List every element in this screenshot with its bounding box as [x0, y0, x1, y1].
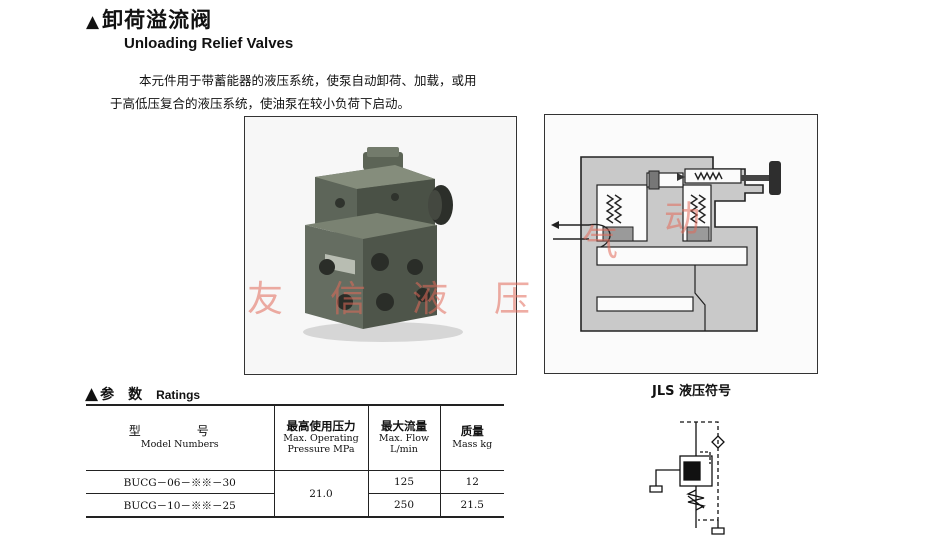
flow-cell: 125 [368, 470, 441, 494]
watermark-char: 液 [412, 279, 449, 320]
ratings-heading: ▲参 数 Ratings [85, 384, 200, 404]
table-row: BUCG－10－※※－25 250 21.5 [86, 493, 504, 517]
description-line-1: 本元件用于带蓄能器的液压系统，使泵自动卸荷、加载，或用 [139, 73, 477, 88]
hydraulic-symbol-diagram [640, 412, 740, 536]
flow-cell: 250 [368, 493, 441, 517]
table-row: BUCG－06－※※－30 21.0 125 12 [86, 470, 504, 517]
mass-cell: 12 [440, 470, 504, 494]
column-header-pressure: 最高使用压力 Max. Operating Pressure MPa [274, 405, 369, 471]
pressure-cell: 21.0 [274, 470, 369, 517]
title-zh-text: 卸荷溢流阀 [102, 8, 213, 32]
page-title: ▲卸荷溢流阀 [86, 4, 212, 34]
watermark-char: 压 [494, 279, 531, 320]
ratings-table: 型 号 Model Numbers 最高使用压力 Max. Operating … [86, 404, 504, 518]
watermark-char: 动 [664, 199, 701, 240]
page-subtitle: Unloading Relief Valves [124, 35, 294, 52]
triangle-bullet-icon: ▲ [86, 12, 101, 32]
watermark-char: 友 [247, 279, 284, 320]
column-header-model: 型 号 Model Numbers [86, 405, 275, 471]
valve-section-diagram [544, 114, 818, 374]
description-line-2: 于高低压复合的液压系统，使油泵在较小负荷下启动。 [110, 96, 411, 111]
ratings-heading-en: Ratings [156, 388, 201, 402]
model-cell: BUCG－06－※※－30 [86, 470, 275, 494]
column-header-flow: 最大流量 Max. Flow L/min [368, 405, 441, 471]
valve-photo-image [244, 116, 517, 375]
symbol-caption: JLS 液压符号 [652, 384, 732, 399]
mass-cell: 21.5 [460, 499, 484, 511]
watermark-char: 信 [330, 279, 367, 320]
table-header-row: 型 号 Model Numbers 最高使用压力 Max. Operating … [86, 405, 504, 471]
triangle-bullet-icon: ▲ [85, 384, 99, 404]
watermark-char: 气 [582, 223, 619, 264]
column-header-mass: 质量 Mass kg [440, 405, 504, 471]
model-cell: BUCG－10－※※－25 [86, 493, 275, 517]
ratings-heading-zh: 参 数 [100, 387, 143, 403]
